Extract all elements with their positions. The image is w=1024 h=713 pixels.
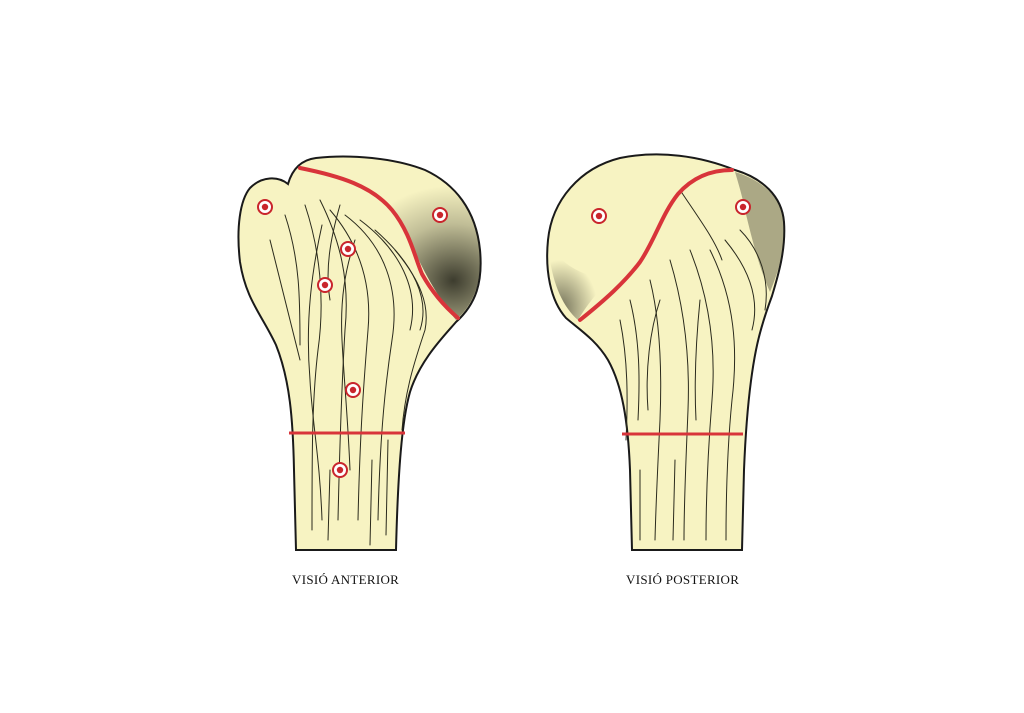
marker [432,207,448,223]
posterior-anatomical-neck-line [578,168,734,322]
marker [340,241,356,257]
posterior-humerus-outline [546,153,786,551]
anterior-head-shading [300,161,481,320]
posterior-markers [591,199,751,224]
marker [735,199,751,215]
marker [345,382,361,398]
marker [591,208,607,224]
anterior-view [237,155,482,551]
anterior-hatching [269,199,427,546]
marker [317,277,333,293]
caption-posterior-view: VISIÓ POSTERIOR [626,572,740,587]
posterior-hatching [619,189,767,541]
anterior-anatomical-neck-line [298,166,460,320]
anterior-markers [257,199,448,478]
posterior-view [546,153,786,551]
marker [257,199,273,215]
posterior-head-shading [548,240,610,320]
marker [332,462,348,478]
caption-anterior-view: VISIÓ ANTERIOR [292,572,400,587]
